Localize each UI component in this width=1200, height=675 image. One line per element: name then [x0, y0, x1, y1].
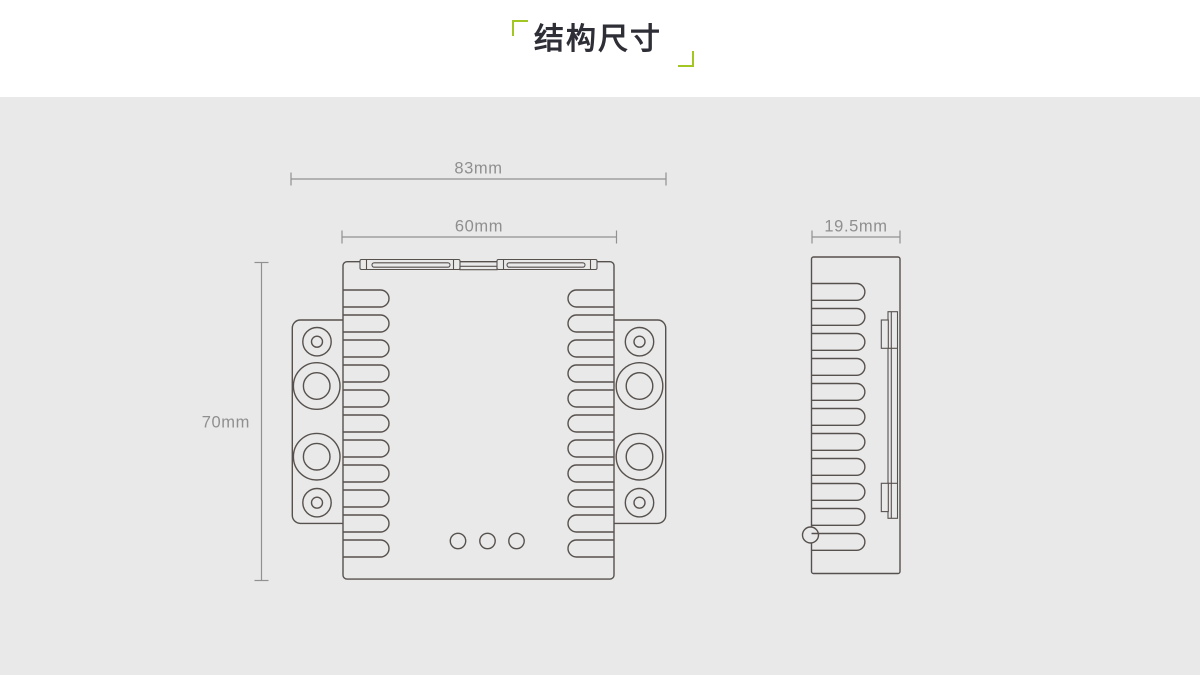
title-corner-bottom-right-icon	[678, 51, 694, 67]
fin	[811, 332, 866, 351]
top-rail-left	[359, 258, 461, 271]
fin	[811, 282, 866, 301]
fin	[567, 439, 614, 458]
screw-hole-large-inner	[302, 372, 331, 401]
dimension-label-depth: 19.5mm	[824, 218, 887, 236]
fin	[567, 464, 614, 483]
dimension-width-outer: 83mm	[290, 160, 667, 186]
fin	[811, 407, 866, 426]
fin	[343, 489, 390, 508]
screw-hole-large-inner	[625, 372, 654, 401]
screw-hole-small-inner	[633, 335, 646, 348]
heatsink-fins-right	[567, 289, 614, 558]
screw-hole-large	[615, 362, 664, 411]
mount-bracket-right	[601, 319, 667, 525]
din-clip-tab-upper	[880, 319, 889, 349]
fin	[567, 364, 614, 383]
rail-slot	[506, 262, 586, 268]
screw-hole-small	[302, 326, 332, 357]
fin	[343, 514, 390, 533]
dimensions: 83mm 60mm 70mm 19.5mm	[202, 160, 901, 582]
screw-hole-small	[624, 487, 655, 518]
front-view	[291, 258, 667, 580]
fin	[567, 339, 614, 358]
fin	[567, 289, 614, 308]
fin	[811, 457, 866, 476]
screw-hole-small	[302, 487, 332, 518]
screw-hole-large	[292, 362, 341, 411]
din-clip-tab-lower	[880, 482, 889, 513]
din-rail-bar	[887, 311, 899, 519]
fin	[567, 539, 614, 558]
fin	[343, 289, 390, 308]
dimension-depth: 19.5mm	[811, 218, 901, 244]
indicator-hole	[449, 532, 467, 550]
fin	[567, 389, 614, 408]
fin	[567, 314, 614, 333]
dimension-width-body: 60mm	[341, 218, 618, 244]
screw-hole-large	[292, 432, 341, 481]
screw-hole-large-inner	[302, 442, 331, 471]
fin	[567, 514, 614, 533]
fin	[811, 357, 866, 376]
fin	[343, 314, 390, 333]
fin	[811, 532, 866, 551]
screw-hole-large	[615, 432, 664, 481]
fin	[567, 489, 614, 508]
section-title-block: 结构尺寸	[510, 14, 694, 67]
fin	[343, 464, 390, 483]
top-rail-bridge	[459, 265, 498, 271]
page-title: 结构尺寸	[534, 23, 662, 56]
rail-slot	[371, 262, 451, 268]
fin	[811, 307, 866, 326]
fin	[567, 414, 614, 433]
heatsink-fins-side	[811, 282, 866, 551]
top-rail-right	[496, 258, 598, 271]
fin	[811, 432, 866, 451]
indicator-hole	[479, 532, 496, 550]
screw-hole-small-inner	[310, 335, 324, 348]
fin	[811, 482, 866, 501]
fin	[343, 439, 390, 458]
screw-hole-large-inner	[625, 442, 654, 471]
screw-hole-small	[624, 326, 655, 357]
header: 结构尺寸	[0, 0, 1200, 97]
din-rail-clip	[880, 311, 899, 519]
fin	[811, 507, 866, 526]
dimension-label-height: 70mm	[202, 414, 250, 432]
fin	[343, 539, 390, 558]
fin	[811, 382, 866, 401]
screw-hole-small-inner	[633, 496, 646, 509]
indicator-holes	[449, 532, 525, 550]
dimension-label-body-width: 60mm	[455, 218, 503, 236]
title-corner-top-left-icon	[512, 20, 528, 36]
dimension-label-outer-width: 83mm	[454, 160, 502, 178]
side-view	[801, 256, 901, 575]
fin	[343, 389, 390, 408]
fin	[343, 339, 390, 358]
fin	[343, 364, 390, 383]
side-knob	[801, 526, 820, 544]
dimension-height: 70mm	[202, 261, 269, 582]
device-body-front	[342, 261, 615, 580]
heatsink-fins-left	[343, 289, 390, 558]
screw-hole-small-inner	[310, 496, 324, 509]
indicator-hole	[508, 532, 525, 550]
fin	[343, 414, 390, 433]
device-body-side	[810, 256, 901, 575]
